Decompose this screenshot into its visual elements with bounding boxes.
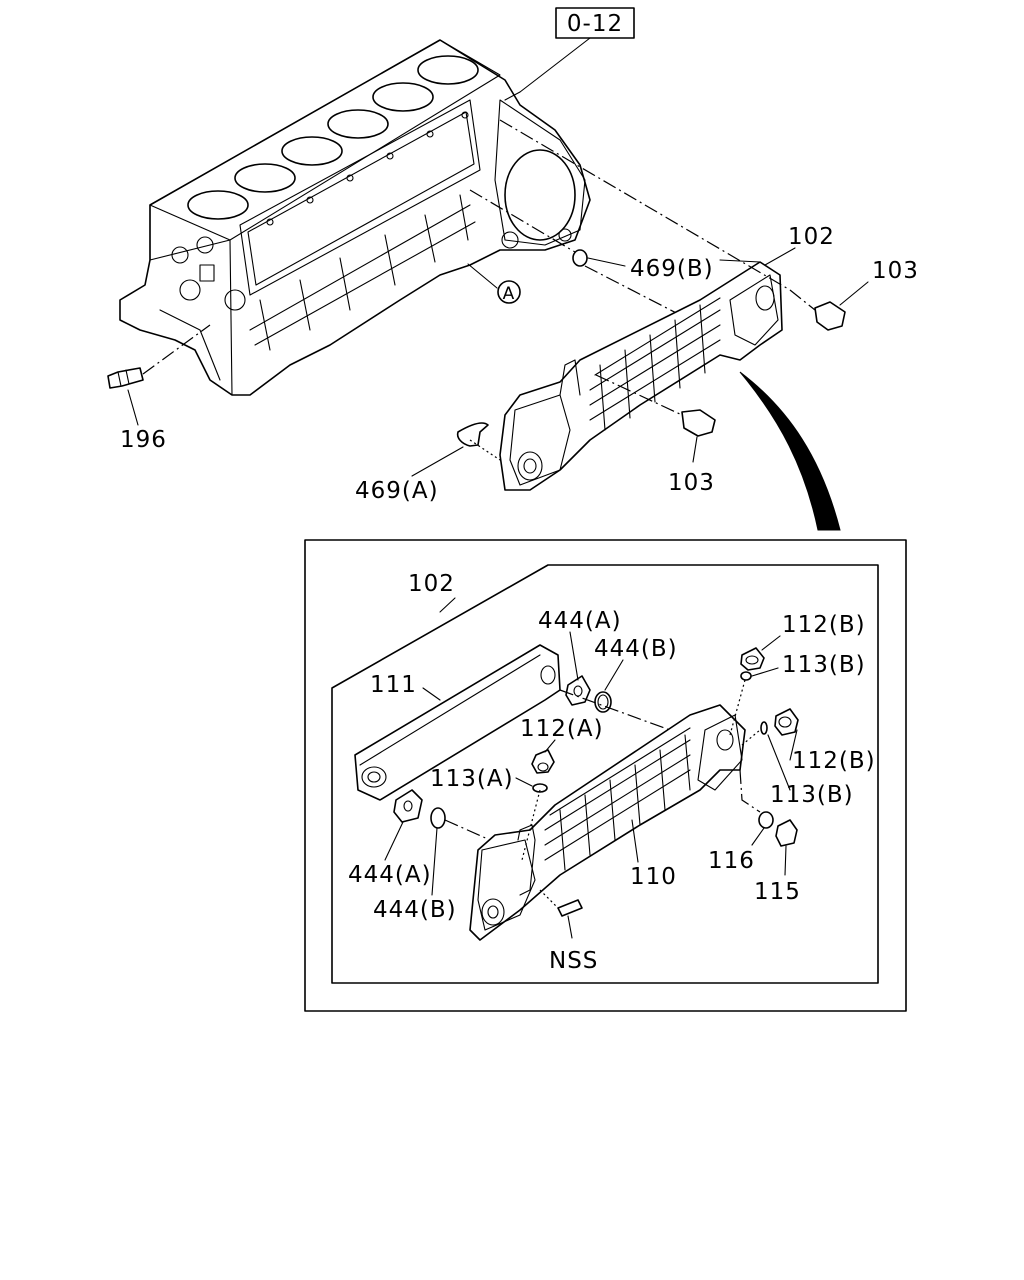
- ref-box-label: 0-12: [567, 11, 623, 37]
- label-103-bottom: 103: [668, 470, 715, 496]
- label-102-inset: 102: [408, 571, 455, 597]
- inset-leaders: [384, 597, 798, 896]
- label-116: 116: [708, 848, 755, 874]
- label-nss: NSS: [549, 948, 598, 974]
- label-113b-top: 113(B): [782, 652, 866, 678]
- part-469b: 469(B): [469, 189, 714, 321]
- inset-frame-outer: [304, 539, 907, 1012]
- zoom-arrow: [739, 371, 841, 531]
- callout-a-label: A: [503, 284, 516, 304]
- label-111: 111: [370, 672, 417, 698]
- label-444a-bottom: 444(A): [348, 862, 432, 888]
- label-113a: 113(A): [430, 766, 514, 792]
- label-110: 110: [630, 864, 677, 890]
- label-115: 115: [754, 879, 801, 905]
- label-112b-top: 112(B): [782, 612, 866, 638]
- label-444b-top: 444(B): [594, 636, 678, 662]
- label-102-top: 102: [788, 224, 835, 250]
- engine-block: [119, 39, 591, 396]
- label-113b-mid: 113(B): [770, 782, 854, 808]
- label-103-right: 103: [872, 258, 919, 284]
- ref-box: 0-12: [519, 7, 635, 93]
- label-196: 196: [120, 427, 167, 453]
- inset-frame-inner: [331, 564, 879, 984]
- callout-a: A: [467, 263, 521, 304]
- label-112b-mid: 112(B): [792, 748, 876, 774]
- label-112a: 112(A): [520, 716, 604, 742]
- inset-assembly: [354, 644, 799, 941]
- part-196: 196: [107, 324, 211, 453]
- label-444b-bottom: 444(B): [373, 897, 457, 923]
- label-469a: 469(A): [355, 478, 439, 504]
- label-469b: 469(B): [630, 256, 714, 282]
- oil-cooler-assembly-top: [411, 119, 869, 491]
- label-444a-top: 444(A): [538, 608, 622, 634]
